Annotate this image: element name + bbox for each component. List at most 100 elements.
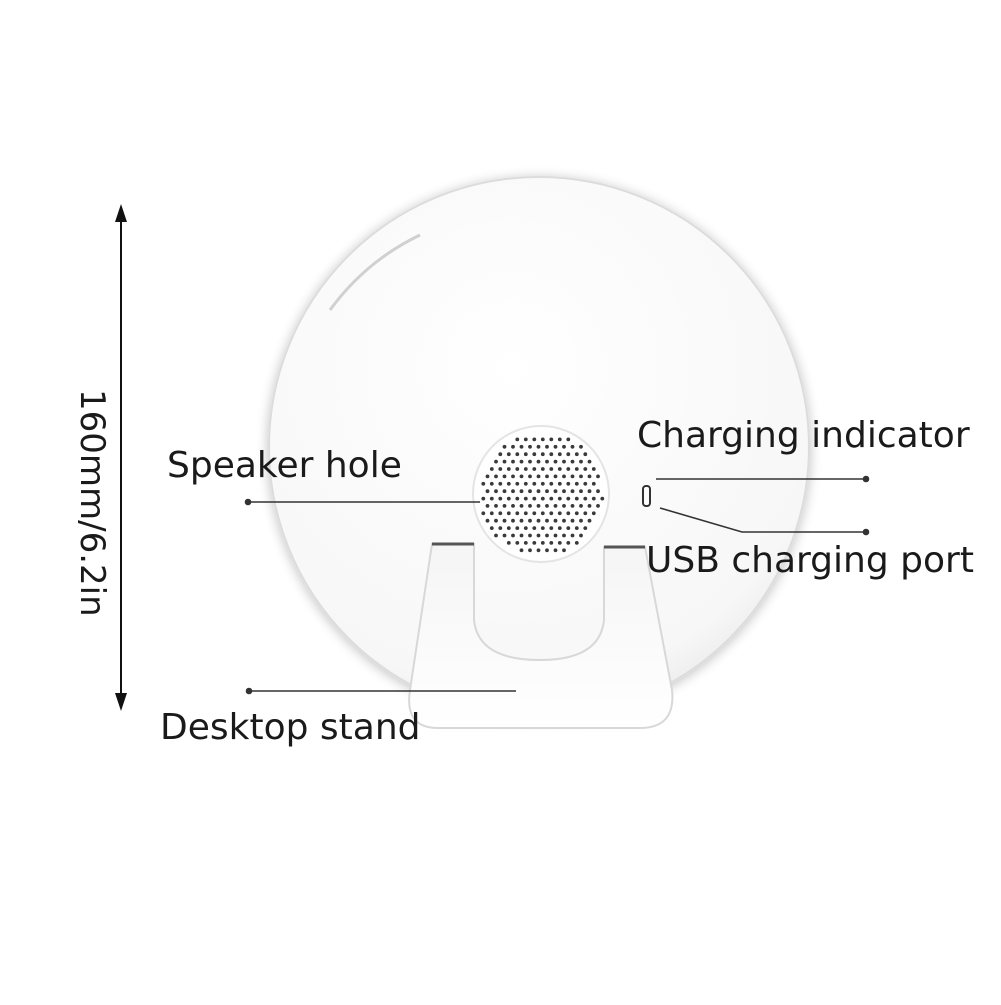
grille-hole bbox=[536, 459, 541, 464]
grille-hole bbox=[489, 467, 494, 471]
grille-hole bbox=[519, 459, 524, 464]
grille-hole bbox=[528, 444, 532, 449]
grille-hole bbox=[583, 511, 588, 516]
grille-hole bbox=[494, 459, 498, 464]
grille-hole bbox=[553, 444, 558, 449]
grille-hole bbox=[587, 518, 592, 523]
grille-hole bbox=[528, 504, 532, 508]
grille-hole bbox=[583, 481, 588, 486]
usb-charging-port-label: USB charging port bbox=[646, 540, 974, 581]
grille-hole bbox=[557, 496, 562, 501]
grille-hole bbox=[557, 526, 562, 530]
grille-hole bbox=[523, 437, 528, 442]
grille-hole bbox=[553, 504, 558, 508]
grille-hole bbox=[506, 496, 511, 501]
grille-hole bbox=[532, 526, 537, 530]
grille-hole bbox=[511, 518, 515, 523]
grille-hole bbox=[502, 533, 507, 538]
grille-hole bbox=[549, 541, 554, 545]
grille-hole bbox=[494, 474, 498, 479]
grille-hole bbox=[540, 511, 545, 516]
grille-hole bbox=[570, 444, 575, 449]
grille-hole bbox=[532, 481, 537, 486]
grille-hole bbox=[536, 518, 541, 523]
grille-hole bbox=[536, 444, 541, 449]
grille-hole bbox=[583, 452, 588, 457]
grille-hole bbox=[481, 496, 486, 501]
grille-hole bbox=[502, 459, 507, 464]
grille-hole bbox=[596, 489, 600, 494]
grille-hole bbox=[502, 474, 507, 479]
grille-hole bbox=[553, 489, 558, 494]
grille-hole bbox=[519, 533, 524, 538]
grille-hole bbox=[511, 474, 515, 479]
grille-hole bbox=[600, 496, 605, 501]
grille-hole bbox=[562, 518, 566, 523]
grille-hole bbox=[540, 481, 545, 486]
grille-hole bbox=[519, 504, 524, 508]
grille-hole bbox=[498, 511, 503, 516]
grille-hole bbox=[566, 467, 571, 471]
grille-hole bbox=[485, 474, 490, 479]
grille-hole bbox=[545, 444, 549, 449]
grille-hole bbox=[583, 467, 588, 471]
grille-hole bbox=[494, 489, 498, 494]
grille-hole bbox=[515, 526, 520, 530]
grille-hole bbox=[506, 541, 511, 545]
grille-hole bbox=[574, 526, 579, 530]
grille-hole bbox=[574, 481, 579, 486]
grille-hole bbox=[506, 481, 511, 486]
grille-hole bbox=[562, 459, 566, 464]
grille-hole bbox=[570, 459, 575, 464]
grille-hole bbox=[549, 496, 554, 501]
grille-hole bbox=[566, 437, 571, 442]
grille-hole bbox=[523, 511, 528, 516]
charging-indicator-label: Charging indicator bbox=[637, 415, 970, 456]
grille-hole bbox=[557, 437, 562, 442]
grille-hole bbox=[511, 533, 515, 538]
grille-hole bbox=[579, 504, 583, 508]
grille-hole bbox=[511, 489, 515, 494]
grille-hole bbox=[579, 474, 583, 479]
grille-hole bbox=[566, 452, 571, 457]
grille-hole bbox=[489, 481, 494, 486]
grille-hole bbox=[523, 541, 528, 545]
grille-hole bbox=[528, 459, 532, 464]
grille-hole bbox=[591, 496, 596, 501]
grille-hole bbox=[536, 533, 541, 538]
grille-hole bbox=[485, 518, 490, 523]
grille-hole bbox=[587, 474, 592, 479]
grille-hole bbox=[515, 452, 520, 457]
grille-hole bbox=[540, 526, 545, 530]
grille-hole bbox=[532, 467, 537, 471]
grille-hole bbox=[574, 452, 579, 457]
grille-hole bbox=[519, 548, 524, 553]
grille-hole bbox=[557, 452, 562, 457]
grille-hole bbox=[515, 437, 520, 442]
grille-hole bbox=[553, 533, 558, 538]
grille-hole bbox=[489, 511, 494, 516]
grille-hole bbox=[570, 474, 575, 479]
grille-hole bbox=[549, 511, 554, 516]
grille-hole bbox=[553, 518, 558, 523]
speaker-hole-leader bbox=[244, 498, 480, 506]
grille-hole bbox=[515, 541, 520, 545]
grille-hole bbox=[528, 518, 532, 523]
grille-hole bbox=[523, 496, 528, 501]
grille-hole bbox=[566, 481, 571, 486]
grille-hole bbox=[562, 504, 566, 508]
grille-hole bbox=[545, 459, 549, 464]
speaker-grille bbox=[472, 425, 610, 563]
grille-hole bbox=[562, 533, 566, 538]
grille-hole bbox=[481, 481, 486, 486]
grille-hole bbox=[570, 533, 575, 538]
grille-hole bbox=[532, 452, 537, 457]
grille-hole bbox=[545, 548, 549, 553]
grille-hole bbox=[536, 548, 541, 553]
grille-hole bbox=[574, 511, 579, 516]
grille-hole bbox=[549, 452, 554, 457]
grille-hole bbox=[511, 504, 515, 508]
charging-indicator-light bbox=[642, 485, 651, 507]
grille-hole bbox=[545, 504, 549, 508]
grille-hole bbox=[540, 541, 545, 545]
